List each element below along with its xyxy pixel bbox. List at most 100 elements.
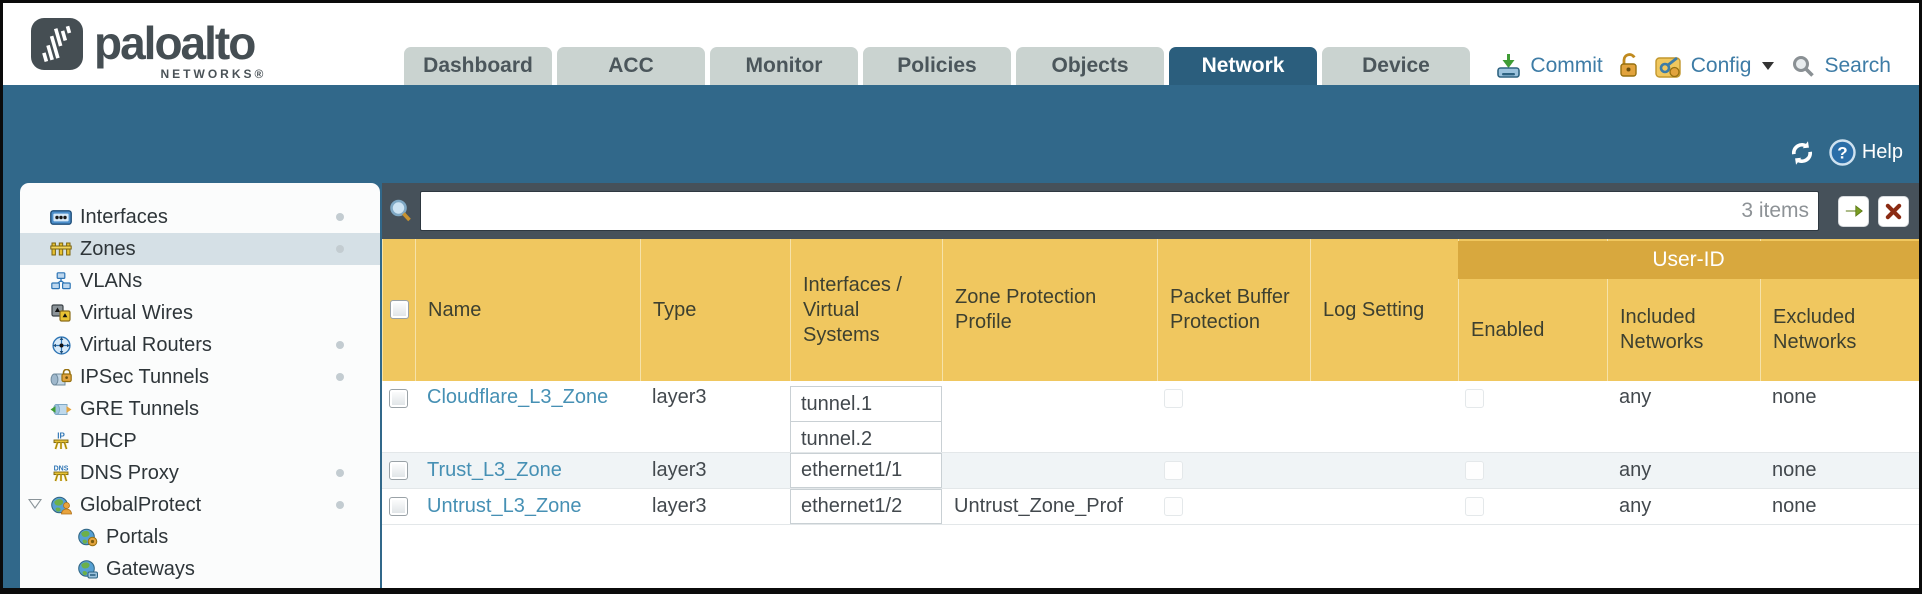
sidebar-item-vlans[interactable]: VLANs	[20, 265, 380, 297]
config-button[interactable]: Config	[1690, 54, 1752, 77]
search-button[interactable]: Search	[1824, 54, 1891, 77]
column-header-packet-buffer-protection[interactable]: Packet Buffer Protection	[1157, 239, 1310, 381]
log-setting-cell	[1310, 453, 1458, 488]
globalprotect-icon	[50, 495, 72, 515]
config-caret-icon[interactable]	[1762, 62, 1775, 70]
tab-policies[interactable]: Policies	[863, 47, 1011, 85]
sidebar-item-gre-tunnels[interactable]: GRE Tunnels	[20, 393, 380, 425]
row-select-cell	[382, 489, 415, 524]
commit-button[interactable]: Commit	[1530, 54, 1603, 77]
status-dot	[336, 213, 344, 221]
row-checkbox[interactable]	[389, 460, 408, 480]
zone-protection-profile-cell: Untrust_Zone_Prof	[954, 495, 1123, 517]
network-sidebar: Interfaces Zones VLANs Vir	[20, 183, 380, 588]
row-checkbox[interactable]	[389, 496, 408, 516]
tab-network[interactable]: Network	[1169, 47, 1317, 85]
filter-field-wrap: 3 items	[420, 191, 1819, 231]
sidebar-item-portals[interactable]: Portals	[20, 521, 380, 553]
select-all-cell	[382, 239, 415, 381]
refresh-icon[interactable]	[1789, 140, 1815, 166]
excluded-networks-cell: none	[1772, 386, 1817, 408]
main-nav-tabs: Dashboard ACC Monitor Policies Objects N…	[404, 47, 1470, 85]
portals-icon	[76, 527, 98, 547]
interface-item: tunnel.2	[790, 421, 942, 452]
gre-tunnels-icon	[50, 399, 72, 419]
column-header-excluded-networks[interactable]: Excluded Networks	[1760, 239, 1919, 381]
packet-buffer-protection-cell	[1157, 381, 1310, 452]
sidebar-item-ipsec-tunnels[interactable]: IPSec Tunnels	[20, 361, 380, 393]
svg-text:?: ?	[1837, 144, 1847, 163]
lock-icon[interactable]	[1618, 53, 1640, 79]
header-utilities: Commit Config Search	[1496, 49, 1891, 83]
sidebar-item-virtual-routers[interactable]: Virtual Routers	[20, 329, 380, 361]
help-icon[interactable]: ?	[1829, 139, 1856, 166]
column-header-log-setting[interactable]: Log Setting	[1310, 239, 1458, 381]
sidebar-item-gateways[interactable]: Gateways	[20, 553, 380, 585]
select-all-checkbox[interactable]	[390, 300, 409, 319]
apply-filter-button[interactable]	[1838, 195, 1869, 227]
interface-item: tunnel.1	[790, 386, 942, 422]
tab-device[interactable]: Device	[1322, 47, 1470, 85]
interfaces-cell: ethernet1/1	[790, 453, 942, 488]
page-background: paloalto NETWORKS® Dashboard ACC Monitor…	[3, 3, 1919, 588]
included-networks-cell: any	[1619, 495, 1652, 517]
row-checkbox[interactable]	[389, 389, 408, 408]
zone-name-link[interactable]: Cloudflare_L3_Zone	[427, 386, 609, 408]
zone-protection-profile-cell	[942, 453, 1157, 488]
status-dot	[336, 501, 344, 509]
expand-caret-icon[interactable]	[28, 499, 42, 509]
sidebar-item-label: Virtual Wires	[80, 301, 193, 324]
sidebar-item-globalprotect[interactable]: GlobalProtect	[20, 489, 380, 521]
gateways-icon	[76, 559, 98, 579]
column-header-included-networks[interactable]: Included Networks	[1607, 239, 1760, 381]
clear-filter-button[interactable]	[1878, 195, 1909, 227]
sidebar-item-interfaces[interactable]: Interfaces	[20, 201, 380, 233]
column-header-type[interactable]: Type	[640, 239, 790, 381]
log-setting-cell	[1310, 381, 1458, 452]
enabled-checkbox	[1465, 496, 1484, 516]
dns-proxy-icon: DNS	[50, 463, 72, 483]
sidebar-item-virtual-wires[interactable]: Virtual Wires	[20, 297, 380, 329]
dhcp-icon: IP	[50, 431, 72, 451]
packet-buffer-checkbox	[1164, 460, 1183, 480]
sidebar-item-label: DNS Proxy	[80, 461, 179, 484]
column-header-interfaces[interactable]: Interfaces / Virtual Systems	[790, 239, 942, 381]
status-dot	[336, 341, 344, 349]
ipsec-tunnels-icon	[50, 367, 72, 387]
zone-name-link[interactable]: Trust_L3_Zone	[427, 459, 562, 481]
tab-acc[interactable]: ACC	[557, 47, 705, 85]
tab-objects[interactable]: Objects	[1016, 47, 1164, 85]
sidebar-item-dns-proxy[interactable]: DNS DNS Proxy	[20, 457, 380, 489]
tab-monitor[interactable]: Monitor	[710, 47, 858, 85]
interfaces-cell: ethernet1/2	[790, 489, 942, 524]
virtual-routers-icon	[50, 335, 72, 355]
status-dot	[336, 245, 344, 253]
sidebar-item-zones[interactable]: Zones	[20, 233, 380, 265]
interface-item: ethernet1/1	[790, 453, 942, 488]
packet-buffer-protection-cell	[1157, 489, 1310, 524]
column-header-zone-protection-profile[interactable]: Zone Protection Profile	[942, 239, 1157, 381]
paloalto-logo-icon	[31, 18, 83, 70]
zone-protection-profile-cell	[942, 381, 1157, 452]
included-networks-cell: any	[1619, 459, 1652, 481]
included-networks-cell: any	[1619, 386, 1652, 408]
filter-input[interactable]	[420, 191, 1819, 231]
zone-name-link[interactable]: Untrust_L3_Zone	[427, 495, 582, 517]
interfaces-cell: tunnel.1 tunnel.2	[790, 381, 942, 452]
tab-dashboard[interactable]: Dashboard	[404, 47, 552, 85]
interface-item: ethernet1/2	[790, 489, 942, 524]
sidebar-item-dhcp[interactable]: IP DHCP	[20, 425, 380, 457]
zone-name-cell: Cloudflare_L3_Zone	[415, 381, 640, 452]
sidebar-item-label: GRE Tunnels	[80, 397, 199, 420]
help-button[interactable]: Help	[1861, 141, 1903, 163]
zone-name-cell: Trust_L3_Zone	[415, 453, 640, 488]
search-icon	[1793, 56, 1815, 77]
svg-text:DNS: DNS	[54, 466, 69, 473]
config-icon	[1655, 56, 1681, 78]
sidebar-item-label: DHCP	[80, 429, 137, 452]
column-header-name[interactable]: Name	[415, 239, 640, 381]
excluded-networks-cell: none	[1772, 495, 1817, 517]
vlans-icon	[50, 271, 72, 291]
column-header-enabled[interactable]: Enabled	[1458, 239, 1607, 381]
filter-search-icon[interactable]	[388, 198, 414, 224]
